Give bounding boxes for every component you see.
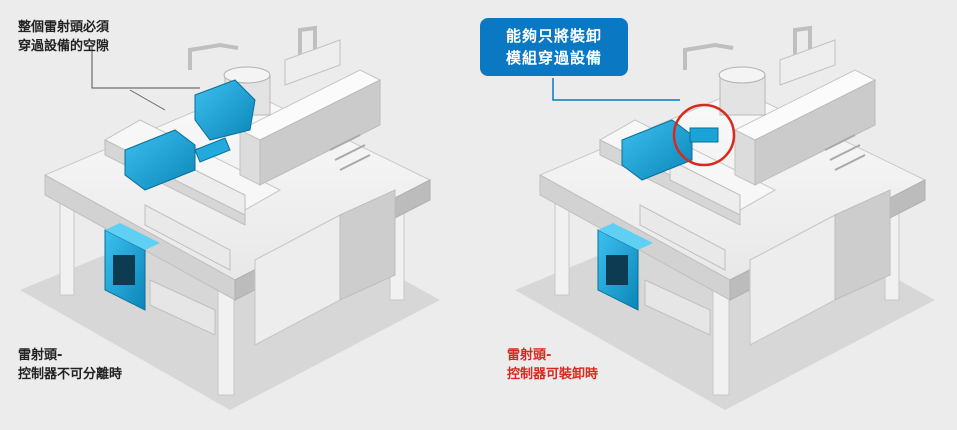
left-caption-line-1: 雷射頭- — [18, 348, 63, 363]
left-annotation: 整個雷射頭必須 穿過設備的空隙 — [18, 18, 109, 56]
right-caption-line-1: 雷射頭- — [507, 348, 552, 363]
right-caption-line-2: 控制器可裝卸時 — [507, 367, 599, 382]
callout-leader — [552, 78, 680, 101]
right-caption: 雷射頭- 控制器可裝卸時 — [507, 346, 598, 384]
right-callout-box: 能夠只將裝卸 模組穿過設備 — [480, 18, 628, 76]
left-caption: 雷射頭- 控制器不可分離時 — [18, 346, 122, 384]
right-machine — [513, 26, 937, 412]
left-annotation-line-2: 穿過設備的空隙 — [18, 39, 110, 54]
left-machine — [18, 26, 442, 412]
highlight-circle — [672, 103, 736, 167]
right-callout-line-1: 能夠只將裝卸 — [505, 27, 602, 45]
left-annotation-leader — [91, 45, 200, 89]
left-laser-head-assembly — [124, 79, 256, 191]
right-callout-line-2: 模組穿過設備 — [505, 49, 602, 67]
left-annotation-line-1: 整個雷射頭必須 — [18, 20, 110, 35]
right-controller-unit — [597, 223, 653, 311]
left-caption-line-2: 控制器不可分離時 — [18, 367, 123, 382]
left-controller-unit — [104, 223, 160, 311]
right-detachable-module — [672, 103, 736, 167]
